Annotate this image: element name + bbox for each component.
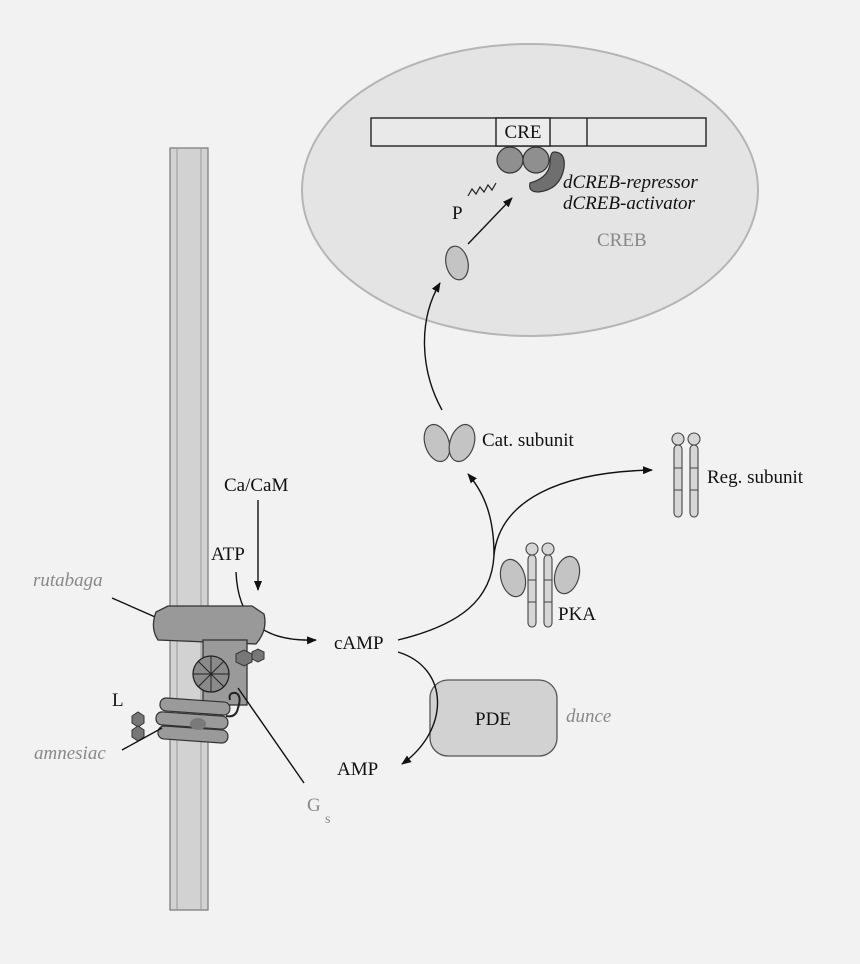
creb-dimer-left [496,146,524,174]
receptor-cylinders [155,697,231,744]
creb-complex [496,146,565,193]
gs-subscript: s [325,812,330,827]
dna-strand: CRE [370,117,707,147]
amp-label: AMP [337,759,378,780]
amnesiac-label: amnesiac [34,743,106,764]
cat-subunit-icon [423,423,476,463]
arrow-to-cat-subunit [467,473,495,556]
rutabaga-pointer [111,597,163,621]
ca-cam-label: Ca/CaM [224,475,288,496]
creb-dimer-right [522,146,550,174]
adenylyl-cyclase-shape [152,605,266,645]
atp-label: ATP [211,544,245,565]
dunce-label: dunce [566,706,611,727]
cat-subunit-nuclear [445,245,469,281]
dcreb-repressor-label: dCREB-repressor [563,172,698,193]
dcreb-activator-label: dCREB-activator [563,193,696,214]
ligand-label: L [112,690,124,711]
dcreb-repressor-shape [529,151,565,193]
pka-icon [499,542,581,628]
creb-label: CREB [597,230,647,251]
ligand-icon [131,711,145,742]
cre-label: CRE [505,122,542,143]
gs-pointer [237,687,305,784]
arrow-to-reg-subunit [493,466,653,556]
membrane-column [169,147,209,911]
cat-subunit-label: Cat. subunit [482,430,575,451]
phosphate-squiggle [467,182,497,197]
arrow-cat-into-nucleus [423,282,443,411]
rutabaga-label: rutabaga [33,570,103,591]
reg-subunit-label: Reg. subunit [707,467,804,488]
gs-protein-complex [192,639,265,718]
pde-box [429,679,558,757]
pde-label: PDE [475,709,511,730]
amnesiac-pointer [121,727,163,751]
nucleus [301,43,759,337]
pka-label: PKA [558,604,596,625]
reg-subunit-icon [671,432,701,518]
camp-label: cAMP [334,633,384,654]
arc-camp-to-pka [397,554,495,641]
arrow-camp-to-amp [397,651,439,765]
cre-box [495,117,551,147]
arrow-cat-to-creb [467,197,513,245]
phosphate-label: P [452,203,463,224]
gs-label: G [307,795,321,816]
